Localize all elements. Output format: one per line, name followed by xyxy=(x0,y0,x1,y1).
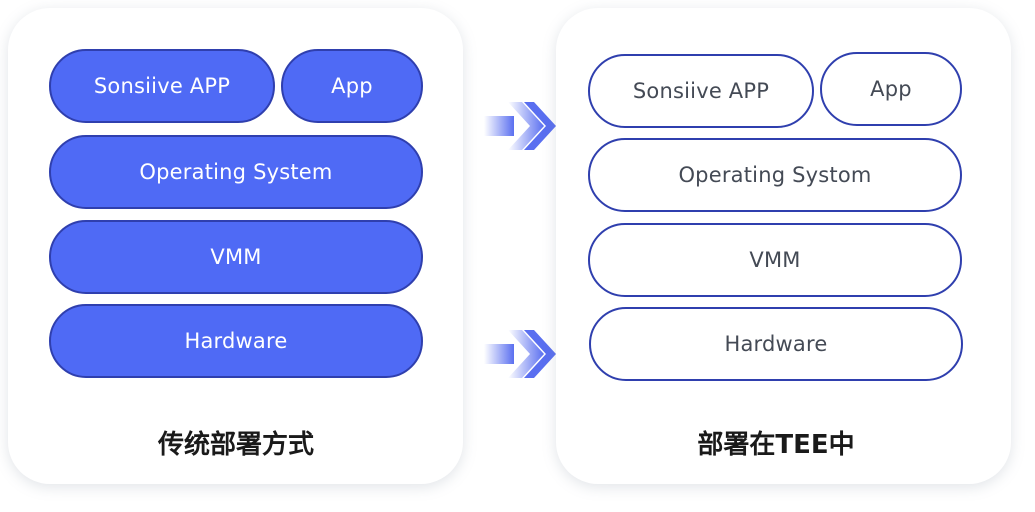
left-app-label: App xyxy=(331,74,373,98)
right-app-layer: App xyxy=(820,52,962,126)
right-hardware-label: Hardware xyxy=(724,332,828,356)
double-arrow-right-icon xyxy=(484,102,556,150)
right-os-layer: Operating Systom xyxy=(588,138,962,212)
right-sensitive-app-layer: Sonsiive APP xyxy=(588,54,814,128)
right-sensitive-app-label: Sonsiive APP xyxy=(632,79,770,103)
right-app-label: App xyxy=(870,77,912,101)
left-os-label: Operating System xyxy=(139,160,333,184)
right-vmm-layer: VMM xyxy=(588,223,962,297)
left-hardware-label: Hardware xyxy=(184,329,288,353)
right-caption: 部署在TEE中 xyxy=(697,430,855,460)
right-vmm-label: VMM xyxy=(749,248,801,272)
left-vmm-label: VMM xyxy=(210,245,262,269)
left-hardware-layer: Hardware xyxy=(49,304,423,378)
left-os-layer: Operating System xyxy=(49,135,423,209)
left-vmm-layer: VMM xyxy=(49,220,423,294)
right-hardware-layer: Hardware xyxy=(589,307,963,381)
left-sensitive-app-label: Sonsiive APP xyxy=(93,74,231,98)
left-sensitive-app-layer: Sonsiive APP xyxy=(49,49,275,123)
left-caption: 传统部署方式 xyxy=(157,430,314,460)
double-arrow-right-icon xyxy=(484,330,556,378)
right-os-label: Operating Systom xyxy=(678,163,872,187)
left-app-layer: App xyxy=(281,49,423,123)
